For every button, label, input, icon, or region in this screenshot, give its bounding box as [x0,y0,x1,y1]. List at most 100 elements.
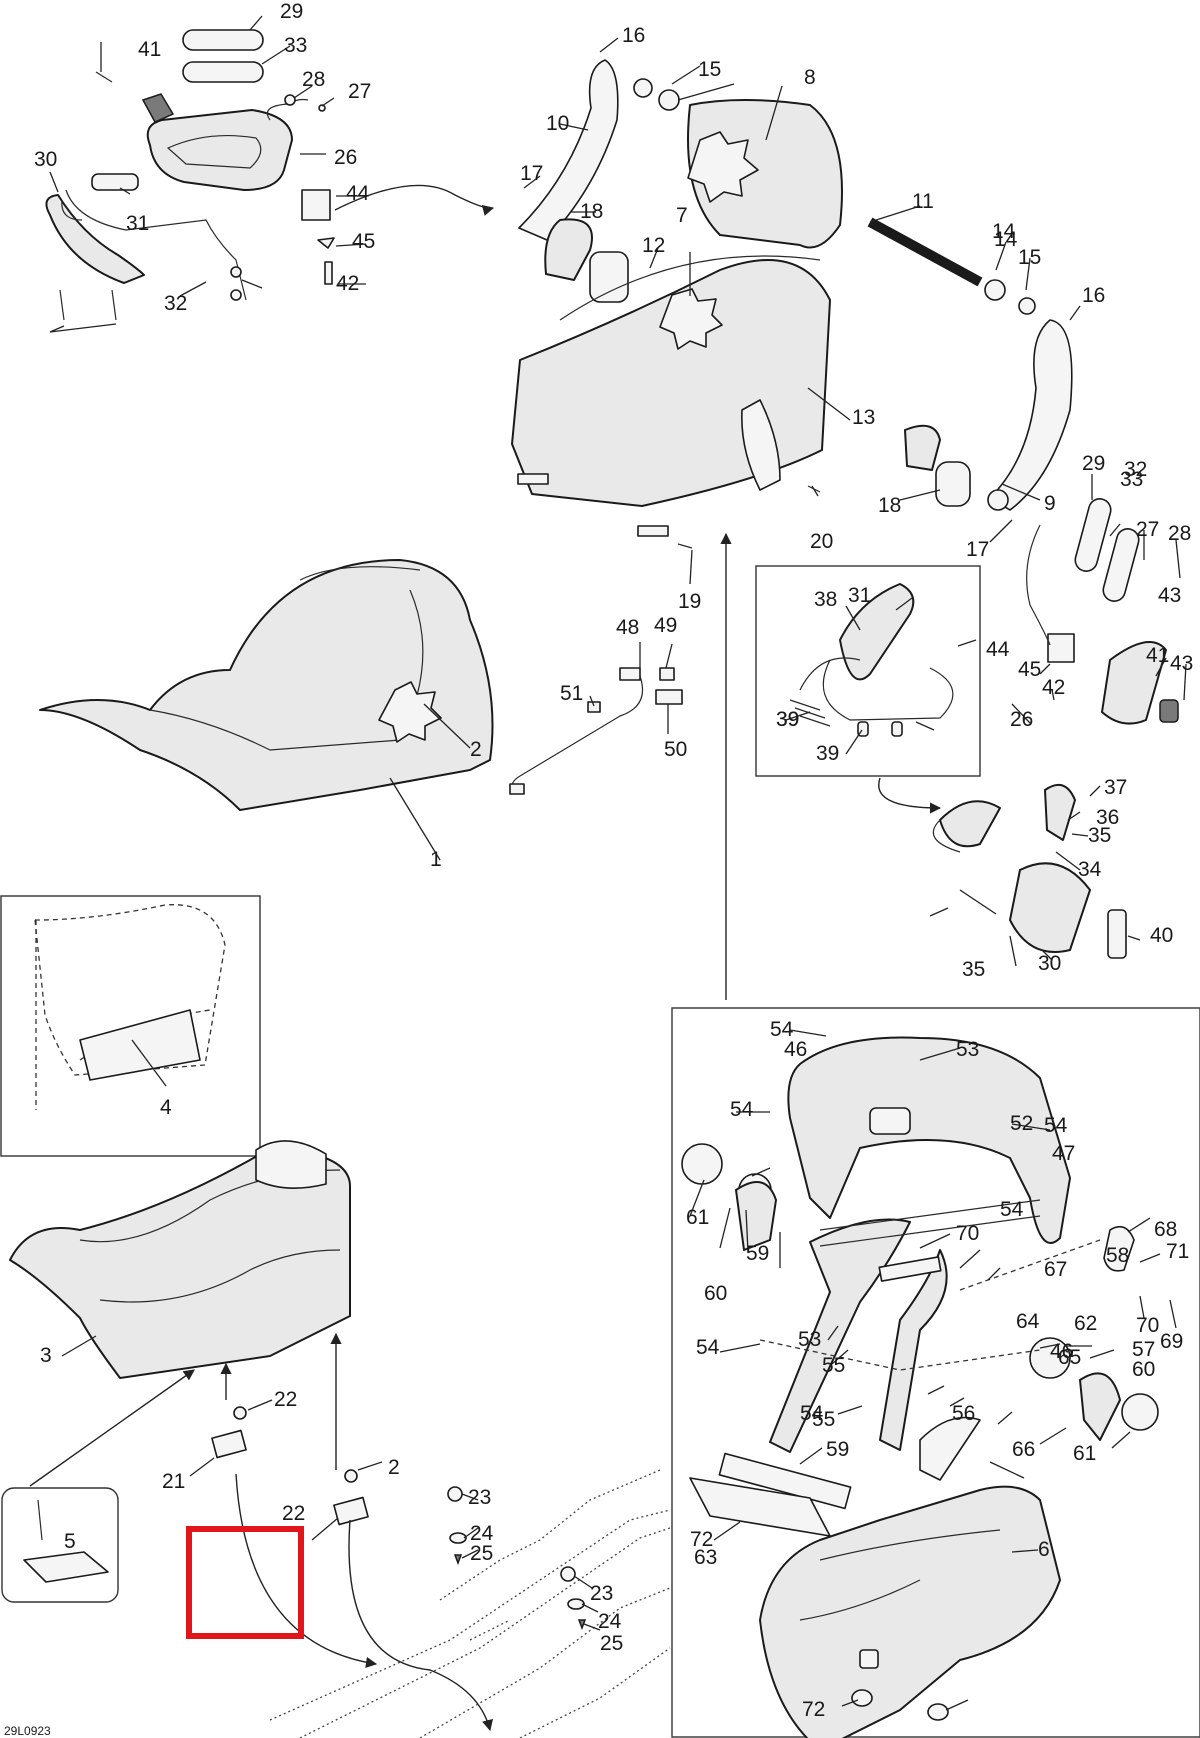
part-31-inset [839,583,915,681]
callout-58: 58 [1106,1244,1129,1267]
part-14-washer [658,89,680,111]
part-30-cover-right [1009,862,1091,953]
part-6-base [759,1485,1061,1738]
part-60-bearing [681,1143,723,1185]
part-18-ring-right [935,461,971,507]
part-7-label [687,131,759,203]
part-25 [453,1554,463,1566]
callout-43: 43 [1158,584,1181,607]
callout-26: 26 [1010,708,1033,731]
part-40 [1107,909,1127,959]
callout-42: 42 [1042,676,1065,699]
callout-70: 70 [956,1222,979,1245]
wiring-inset [789,583,954,737]
callout-41: 41 [1146,644,1169,667]
part-70-foot-right [927,1703,949,1721]
callout-20: 20 [810,530,833,553]
part-60-bearing-right [1121,1393,1159,1431]
part-18-gear [589,251,629,303]
callout-16: 16 [1082,284,1105,307]
callout-54: 54 [1044,1114,1068,1137]
callout-22: 22 [274,1388,297,1411]
part-47 [655,689,683,705]
callout-71: 71 [1166,1240,1189,1263]
callout-44: 44 [346,182,370,205]
backrest-assembly [511,59,1073,549]
callout-60: 60 [704,1282,727,1305]
callout-39: 39 [776,708,799,731]
part-15-washer-right [1018,297,1036,315]
callout-25: 25 [600,1632,623,1655]
callout-33: 33 [1120,468,1143,491]
callout-35: 35 [962,958,985,981]
callout-45: 45 [352,230,375,253]
part-41-right [1159,699,1179,723]
part-11-rod [867,217,983,287]
callout-10: 10 [546,112,569,135]
part-71-strap [919,1416,981,1481]
part-21-bracket [211,1429,247,1459]
callout-33: 33 [284,34,307,57]
callout-61: 61 [686,1206,709,1229]
tab [517,473,549,485]
callout-56: 56 [952,1402,975,1425]
callout-14: 14 [994,228,1018,251]
part-36 [1044,783,1076,841]
callout-72: 72 [802,1698,825,1721]
callout-44: 44 [986,638,1010,661]
part-9-bracket [989,319,1073,511]
callout-23: 23 [468,1486,491,1509]
callout-70: 70 [1136,1314,1159,1337]
callout-18: 18 [878,494,901,517]
mechanism-assembly [681,1036,1159,1738]
callout-9: 9 [1044,492,1056,515]
callout-38: 38 [814,588,837,611]
callout-49: 49 [654,614,677,637]
callout-50: 50 [664,738,687,761]
callout-54: 54 [1000,1198,1024,1221]
callout-35: 35 [1088,824,1111,847]
callout-31: 31 [126,212,149,235]
callout-72: 72 [690,1528,713,1551]
callout-69: 69 [1160,1330,1183,1353]
callout-14: 14 [992,220,1016,243]
callout-42: 42 [336,272,359,295]
callout-15: 15 [1018,246,1041,269]
part-8-backrest [687,99,843,249]
part-49 [659,667,675,681]
callout-29: 29 [1082,452,1105,475]
part-2-bracket [333,1496,369,1526]
part-41-button [141,93,175,123]
inset-part-4 [34,904,226,1110]
callout-18: 18 [580,200,603,223]
callout-60: 60 [1132,1358,1155,1381]
callout-30: 30 [34,148,57,171]
callout-61: 61 [1073,1442,1096,1465]
grip-assembly-right [1009,498,1179,959]
callout-54: 54 [696,1336,720,1359]
part-14-washer-right [984,279,1006,301]
grip-assembly-left [45,29,335,333]
part-15-washer [633,78,653,98]
part-44-clip-right [1047,633,1075,663]
part-70-foot-left [851,1689,873,1707]
part-29-grip [182,29,264,51]
callout-53: 53 [798,1328,821,1351]
callout-52: 52 [1010,1112,1033,1135]
callout-25: 25 [470,1542,493,1565]
callout-13: 13 [852,406,875,429]
callout-59: 59 [746,1242,769,1265]
callout-59: 59 [826,1438,849,1461]
part-52-upper-frame [787,1036,1071,1244]
callout-12: 12 [642,234,665,257]
callout-54: 54 [800,1402,824,1425]
callout-7: 7 [676,204,688,227]
callout-54: 54 [770,1018,794,1041]
callout-36: 36 [1096,806,1119,829]
callout-68: 68 [1154,1218,1177,1241]
callout-24: 24 [598,1610,622,1633]
callout-23: 23 [590,1582,613,1605]
